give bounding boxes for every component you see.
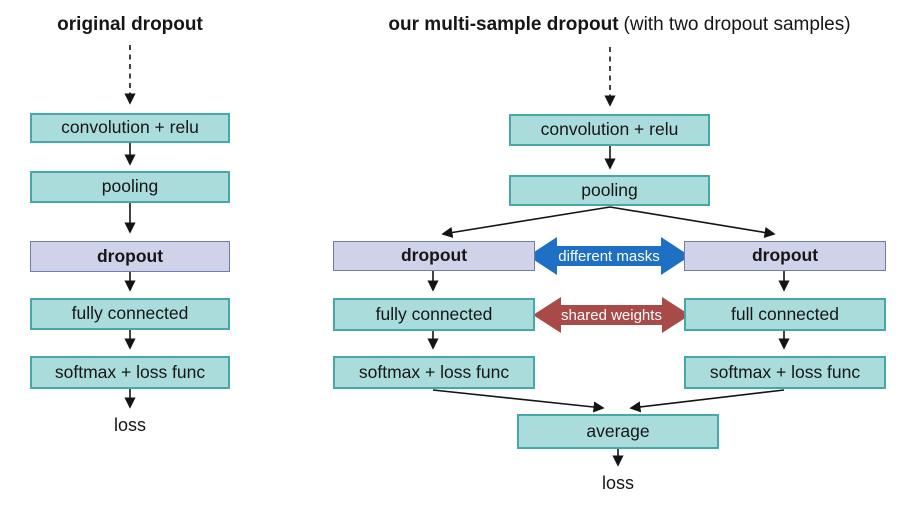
shared-weights-label: shared weights bbox=[561, 306, 662, 324]
box-dropout-left-panel: dropout bbox=[30, 241, 230, 272]
right-panel-title-note: (with two dropout samples) bbox=[623, 14, 851, 35]
left-panel-title: original dropout bbox=[57, 14, 203, 35]
box-fully-connected-branch-left: fully connected bbox=[333, 298, 535, 331]
box-average: average bbox=[517, 414, 719, 449]
box-pooling-left: pooling bbox=[30, 171, 230, 203]
loss-label-left: loss bbox=[113, 415, 146, 435]
box-dropout-branch-right: dropout bbox=[684, 241, 886, 271]
shared-weights-double-arrow-icon bbox=[533, 297, 690, 333]
merge-arrow-left-icon bbox=[432, 389, 605, 413]
box-softmax-branch-left: softmax + loss func bbox=[333, 356, 535, 389]
different-masks-double-arrow-icon bbox=[528, 237, 690, 275]
box-softmax-left-panel: softmax + loss func bbox=[30, 356, 230, 389]
different-masks-label: different masks bbox=[558, 247, 660, 265]
box-convolution-relu-left: convolution + relu bbox=[30, 113, 230, 143]
merge-arrow-right-icon bbox=[629, 389, 785, 413]
box-full-connected-branch-right: full connected bbox=[684, 298, 886, 331]
box-pooling-right: pooling bbox=[509, 175, 710, 206]
right-panel-title-bold: our multi-sample dropout bbox=[388, 14, 619, 35]
box-convolution-relu-right: convolution + relu bbox=[509, 114, 710, 146]
box-dropout-branch-left: dropout bbox=[333, 241, 535, 271]
loss-label-right: loss bbox=[601, 473, 634, 493]
right-panel-title: our multi-sample dropout(with two dropou… bbox=[340, 14, 899, 36]
split-arrow-left-icon bbox=[441, 206, 611, 239]
box-softmax-branch-right: softmax + loss func bbox=[684, 356, 886, 389]
split-arrow-right-icon bbox=[609, 206, 776, 238]
box-fully-connected-left-panel: fully connected bbox=[30, 298, 230, 330]
